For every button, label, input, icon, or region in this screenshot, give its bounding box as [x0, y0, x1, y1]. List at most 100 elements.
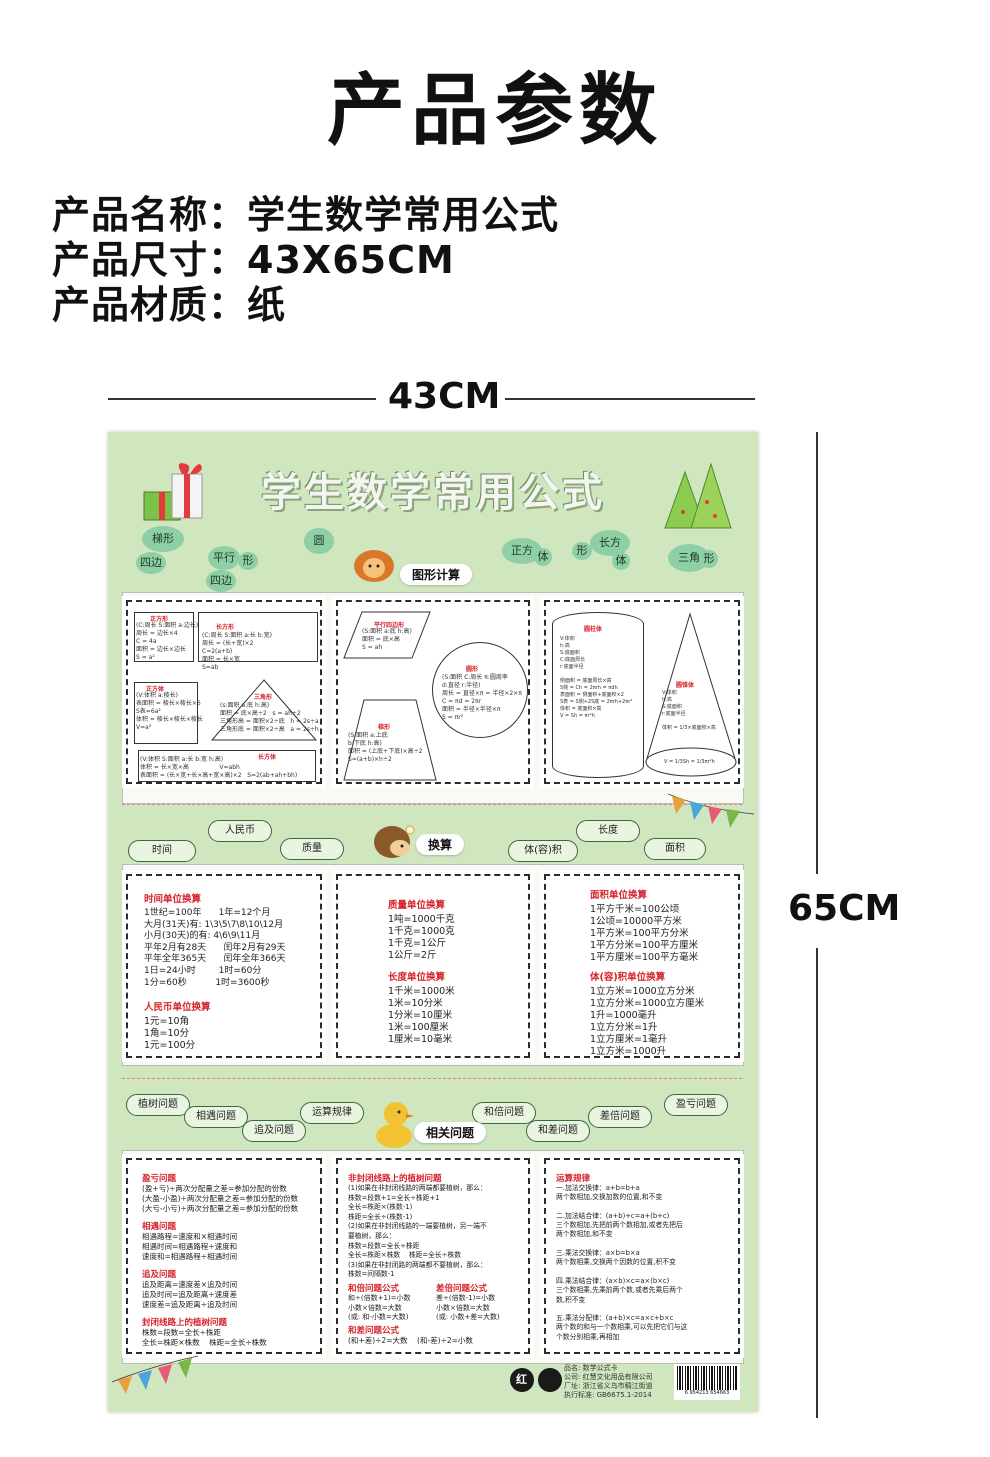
- spec-value: 43X65CM: [247, 238, 455, 282]
- trapezoid-formulas: (S:面积 a:上底 b:下底 h:高) 面积 = (上底+下底)×高÷2 S=…: [348, 732, 423, 763]
- spec-label: 产品尺寸：: [52, 238, 248, 282]
- time-heading: 时间单位换算: [144, 894, 202, 905]
- diff-multiple-heading: 差倍问题公式: [436, 1284, 488, 1294]
- shape-blob: 形: [238, 552, 258, 570]
- topic-cloud: 质量: [280, 838, 344, 860]
- cone-heading: 圆锥体: [676, 682, 695, 689]
- christmas-trees-icon: [663, 462, 733, 532]
- barcode-number: 6 954213 654663: [684, 1390, 730, 1396]
- spec-label: 产品名称：: [52, 193, 248, 237]
- rectangle-formulas: (C:周长 S:面积 a:长 b:宽) 周长 = (长+宽)×2 C=2(a+b…: [202, 632, 272, 671]
- lion-icon: [352, 548, 398, 584]
- money-heading: 人民币单位换算: [144, 1002, 211, 1013]
- product-info: 品名: 数学公式卡 公司: 红慧文化用品有限公司 厂址: 浙江省义乌市稠江街道 …: [564, 1364, 653, 1399]
- pursuit-heading: 追及问题: [142, 1270, 177, 1280]
- mass-heading: 质量单位换算: [388, 900, 446, 911]
- barcode-bars: [677, 1366, 737, 1390]
- panel-area-shapes: 平行四边形 (S:面积 a:底 h:高) 面积 = 底×高 S = ah 圆形 …: [332, 596, 534, 788]
- sum-diff-heading: 和差问题公式: [348, 1326, 400, 1336]
- operation-laws-heading: 运算规律: [556, 1174, 591, 1184]
- meeting-formulas: 相遇路程=速度和×相遇时间 相遇时间=相遇路程÷速度和 速度和=相遇路程÷相遇时…: [142, 1232, 238, 1261]
- cube-formulas: (V:体积 a:棱长) 表面积 = 棱长×棱长×6 S表=6a² 体积 = 棱长…: [136, 692, 203, 731]
- panel-time-money: 时间单位换算 1世纪=100年 1年=12个月 大月(31天)有: 1\3\5\…: [122, 870, 326, 1062]
- cube-diagram: [134, 682, 198, 744]
- panel-problems-2: 非封闭线路上的植树问题 (1)如果在非封闭线路的两端都要植树，那么： 株数=段数…: [332, 1154, 534, 1358]
- topic-cloud: 体(容)积: [508, 840, 578, 862]
- area-heading: 面积单位换算: [590, 890, 648, 901]
- shape-blob: 四边: [206, 570, 236, 592]
- money-conversions: 1元=10角 1角=10分 1元=100分: [144, 1016, 196, 1051]
- panel-problems-1: 盈亏问题 (盈+亏)÷两次分配量之差=参加分配的份数 (大盈-小盈)÷两次分配量…: [122, 1154, 326, 1358]
- sum-multiple-heading: 和倍问题公式: [348, 1284, 400, 1294]
- length-heading: 长度单位换算: [388, 972, 446, 983]
- height-label: 65CM: [788, 888, 901, 929]
- area-conversions: 1平方千米=100公顷 1公顷=10000平方米 1平方米=100平方分米 1平…: [590, 904, 699, 963]
- square-formulas: (C:周长 S:面积 a:边长) 周长 = 边长×4 C = 4a 面积 = 边…: [136, 622, 199, 661]
- cuboid-formulas: (V:体积 S:面积 a:长 b:宽 h:高) 体积 = 长×宽×高 V=abh…: [140, 756, 298, 779]
- triangle-heading: 三角形: [254, 694, 273, 701]
- width-dimension-line-left: [108, 398, 376, 400]
- rectangle-heading: 长方形: [216, 624, 235, 631]
- section-label-problems: 相关问题: [414, 1122, 487, 1143]
- section-divider: [122, 804, 742, 805]
- topic-cloud: 人民币: [208, 820, 272, 842]
- spec-name: 产品名称：学生数学常用公式: [52, 184, 559, 239]
- topic-cloud: 植树问题: [126, 1094, 190, 1116]
- poster-title: 学生数学常用公式: [261, 470, 605, 516]
- bunting-flags-icon: [668, 793, 754, 828]
- panel-plane-shapes: 正方形 (C:周长 S:面积 a:边长) 周长 = 边长×4 C = 4a 面积…: [122, 596, 326, 788]
- sum-multiple-formulas: 和÷(倍数+1)=小数 小数×倍数=大数 (或: 和-小数=大数): [348, 1294, 411, 1322]
- width-label: 43CM: [388, 376, 501, 417]
- square-heading: 正方形: [150, 616, 169, 623]
- panel-operation-laws: 运算规律 一.加法交换律：a+b=b+a 两个数相加,交换加数的位置,和不变 二…: [540, 1154, 744, 1358]
- shape-blob: 四边: [136, 552, 166, 574]
- volume-heading: 体(容)积单位换算: [590, 972, 666, 983]
- operation-laws-formulas: 一.加法交换律：a+b=b+a 两个数相加,交换加数的位置,和不变 二.加法结合…: [556, 1184, 688, 1341]
- profit-loss-formulas: (盈+亏)÷两次分配量之差=参加分配的份数 (大盈-小盈)÷两次分配量之差=参加…: [142, 1184, 299, 1213]
- triangle-formulas: (s:面积 a:底 h:高) 面积 = 底×高÷2 s = ah÷2 三角形高 …: [220, 702, 319, 733]
- spec-material: 产品材质：纸: [52, 274, 286, 329]
- trapezoid-diagram: [343, 699, 437, 781]
- panel-mass-length: 质量单位换算 1吨=1000千克 1千克=1000克 1千克=1公斤 1公斤=2…: [332, 870, 534, 1062]
- shape-blob: 形: [572, 542, 592, 560]
- cylinder-heading: 圆柱体: [584, 626, 603, 633]
- meeting-heading: 相遇问题: [142, 1222, 177, 1232]
- topic-cloud: 面积: [644, 838, 706, 860]
- topic-cloud: 和倍问题: [472, 1102, 536, 1124]
- brand-stamps: 红 慧: [510, 1368, 562, 1394]
- cuboid-heading: 长方体: [258, 754, 277, 761]
- pursuit-formulas: 追及距离=速度差×追及时间 追及时间=追及距离÷速度差 速度差=追及距离÷追及时…: [142, 1280, 238, 1309]
- panel-solids: 圆柱体 V:体积 h:高 S:底面积 C:底面周长 r:底面半径 侧面积 = 底…: [540, 596, 744, 788]
- topic-cloud: 运算规律: [300, 1102, 364, 1124]
- shape-blob: 体: [612, 552, 630, 570]
- shape-blob: 圆: [304, 528, 334, 554]
- barcode: 6 954213 654663: [674, 1364, 740, 1400]
- mass-conversions: 1吨=1000千克 1千克=1000克 1千克=1公斤 1公斤=2斤: [388, 914, 455, 961]
- square-diagram: [134, 612, 194, 662]
- topic-cloud: 追及问题: [242, 1120, 306, 1142]
- section-label-shapes: 图形计算: [400, 564, 473, 585]
- circle-diagram: [432, 642, 528, 738]
- spec-value: 学生数学常用公式: [247, 193, 560, 237]
- brand-text: 红 慧: [516, 1373, 528, 1386]
- circle-formulas: (S:面积 C:周长 π:圆周率 d:直径 r:半径) 周长 = 直径×π = …: [442, 674, 522, 721]
- trapezoid-heading: 梯形: [378, 724, 391, 731]
- cone-volume-formula: V = 1/3Sh = 1/3πr²h: [664, 759, 715, 765]
- time-conversions: 1世纪=100年 1年=12个月 大月(31天)有: 1\3\5\7\8\10\…: [144, 908, 286, 988]
- open-planting-formulas: (1)如果在非封闭线路的两端都要植树，那么： 株数=段数+1=全长÷株距+1 全…: [348, 1184, 487, 1279]
- parallelogram-diagram: [343, 611, 431, 659]
- topic-cloud: 差倍问题: [588, 1106, 652, 1128]
- section-label-conversion: 换算: [416, 834, 465, 855]
- page-title: 产品参数: [326, 66, 663, 156]
- gift-icon: [143, 463, 204, 521]
- sum-diff-formulas: (和+差)÷2=大数 (和-差)÷2=小数: [348, 1336, 473, 1345]
- open-planting-heading: 非封闭线路上的植树问题: [348, 1174, 442, 1184]
- topic-cloud: 盈亏问题: [664, 1094, 728, 1116]
- spec-label: 产品材质：: [52, 283, 248, 327]
- duck-icon: [372, 1100, 416, 1150]
- section-divider: [122, 1078, 742, 1079]
- bunting-flags-icon: [112, 1355, 198, 1394]
- triangle-diagram: [210, 679, 318, 741]
- cylinder-diagram: [552, 612, 644, 778]
- width-dimension-line-right: [505, 398, 755, 400]
